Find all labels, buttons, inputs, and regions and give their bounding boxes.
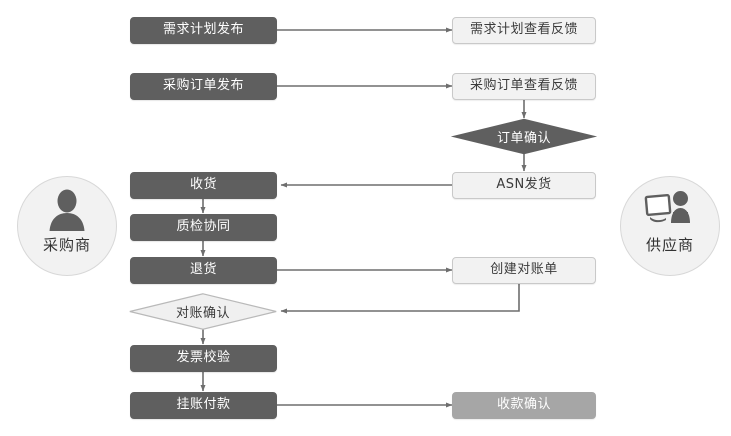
actor-supplier-label: 供应商	[645, 236, 694, 254]
node-label: 需求计划发布	[162, 22, 244, 38]
node-label: ASN发货	[496, 177, 552, 193]
node-asn-shipment[interactable]: ASN发货	[452, 172, 596, 199]
node-reconciliation-confirm[interactable]: 对账确认	[129, 293, 277, 330]
node-demand-plan-view-feedback[interactable]: 需求计划查看反馈	[452, 17, 596, 44]
node-return-goods[interactable]: 退货	[130, 257, 277, 284]
node-invoice-verification[interactable]: 发票校验	[130, 345, 277, 372]
node-label: 发票校验	[176, 350, 231, 366]
node-create-statement[interactable]: 创建对账单	[452, 257, 596, 284]
node-purchase-order-publish[interactable]: 采购订单发布	[130, 73, 277, 100]
edge-create-statement-to-reconcile-confirm	[280, 284, 520, 314]
node-label: 退货	[189, 262, 217, 278]
node-demand-plan-publish[interactable]: 需求计划发布	[130, 17, 277, 44]
actor-buyer: 采购商	[17, 176, 117, 276]
actor-supplier: 供应商	[620, 176, 720, 276]
person-at-computer-icon	[640, 188, 700, 232]
node-label: 收款确认	[496, 397, 551, 413]
node-label: 采购订单查看反馈	[469, 78, 578, 94]
node-receive-goods[interactable]: 收货	[130, 172, 277, 199]
person-icon	[37, 188, 97, 232]
node-label: 收货	[189, 177, 217, 193]
actor-buyer-label: 采购商	[42, 236, 91, 254]
node-label: 采购订单发布	[162, 78, 244, 94]
node-label: 创建对账单	[490, 262, 558, 278]
node-purchase-order-view-feedback[interactable]: 采购订单查看反馈	[452, 73, 596, 100]
node-order-confirm[interactable]: 订单确认	[450, 118, 598, 155]
node-label: 质检协同	[176, 219, 231, 235]
node-payment-receipt-confirm[interactable]: 收款确认	[452, 392, 596, 419]
node-quality-inspection-collab[interactable]: 质检协同	[130, 214, 277, 241]
node-payable-payment[interactable]: 挂账付款	[130, 392, 277, 419]
node-label: 挂账付款	[176, 397, 231, 413]
node-label: 需求计划查看反馈	[469, 22, 578, 38]
